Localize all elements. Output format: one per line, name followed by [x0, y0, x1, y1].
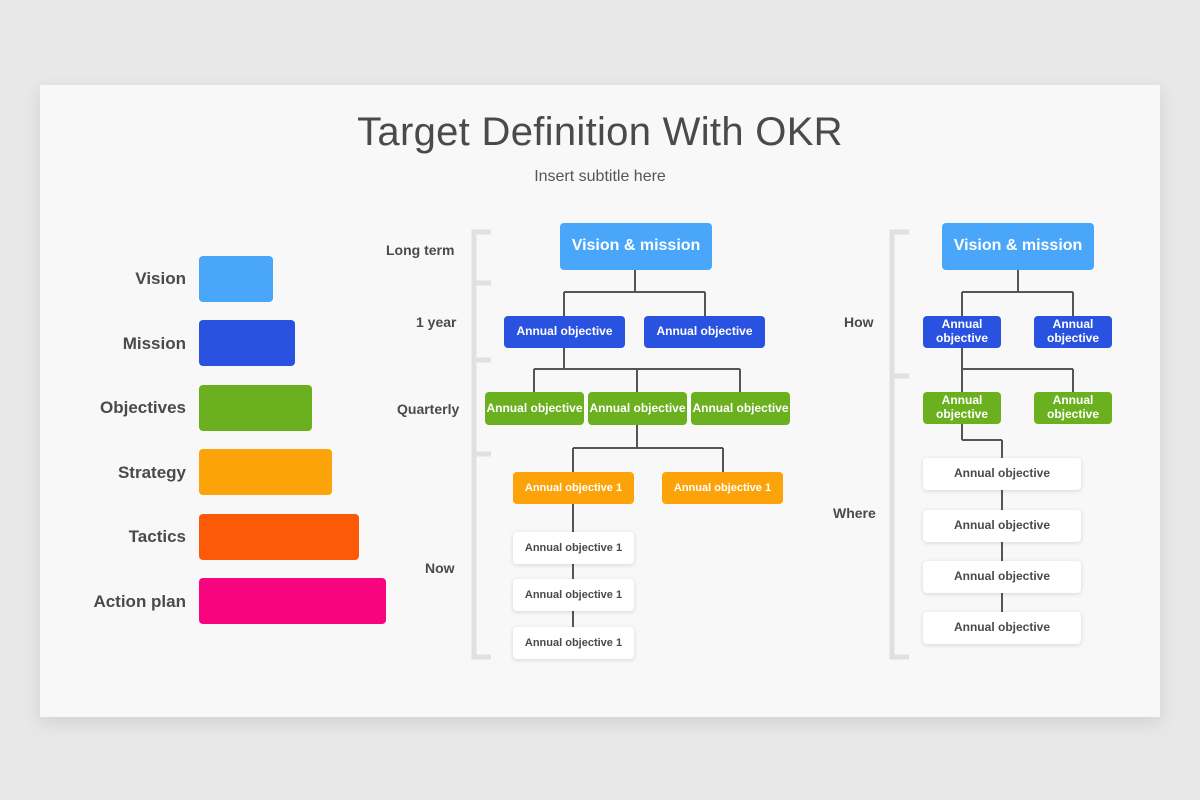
right-vision-node: Vision & mission [942, 223, 1094, 270]
label-quarterly: Quarterly [397, 401, 460, 417]
right-where-node: Annual objective [923, 612, 1081, 644]
pyramid-bar-vision [199, 256, 273, 302]
label-where: Where [833, 505, 876, 521]
pyramid-bar-objectives [199, 385, 312, 431]
pyramid-label-vision: Vision [135, 269, 186, 288]
right-where-node: Annual objective [923, 458, 1081, 490]
pyramid-label-tactics: Tactics [128, 527, 186, 546]
middle-annual-objective-node: Annual objective [644, 316, 765, 348]
label-now: Now [425, 560, 455, 576]
pyramid-label-action-plan: Action plan [93, 592, 186, 611]
right-where-node: Annual objective [923, 561, 1081, 593]
pyramid-bar-mission [199, 320, 295, 366]
middle-quarterly-node: Annual objective [588, 392, 687, 425]
middle-vision-node: Vision & mission [560, 223, 712, 270]
middle-action-node: Annual objective 1 [513, 532, 634, 564]
pyramid-bar-tactics [199, 514, 359, 560]
middle-action-node: Annual objective 1 [513, 579, 634, 611]
label-1-year: 1 year [416, 314, 457, 330]
right-annual-objective-node: Annual objective [923, 316, 1001, 348]
label-how: How [844, 314, 874, 330]
middle-strategy-node: Annual objective 1 [662, 472, 783, 504]
pyramid-bar-action-plan [199, 578, 386, 624]
label-long-term: Long term [386, 242, 455, 258]
page-subtitle: Insert subtitle here [534, 168, 666, 185]
middle-quarterly-node: Annual objective [485, 392, 584, 425]
pyramid-label-objectives: Objectives [100, 398, 186, 417]
middle-action-node: Annual objective 1 [513, 627, 634, 659]
middle-annual-objective-node: Annual objective [504, 316, 625, 348]
pyramid-bar-strategy [199, 449, 332, 495]
middle-quarterly-node: Annual objective [691, 392, 790, 425]
page-title: Target Definition With OKR [357, 110, 843, 154]
middle-strategy-node: Annual objective 1 [513, 472, 634, 504]
pyramid-label-strategy: Strategy [117, 463, 186, 482]
pyramid-label-mission: Mission [122, 334, 186, 353]
right-quarterly-node: Annual objective [923, 392, 1001, 424]
right-annual-objective-node: Annual objective [1034, 316, 1112, 348]
right-where-node: Annual objective [923, 510, 1081, 542]
right-quarterly-node: Annual objective [1034, 392, 1112, 424]
